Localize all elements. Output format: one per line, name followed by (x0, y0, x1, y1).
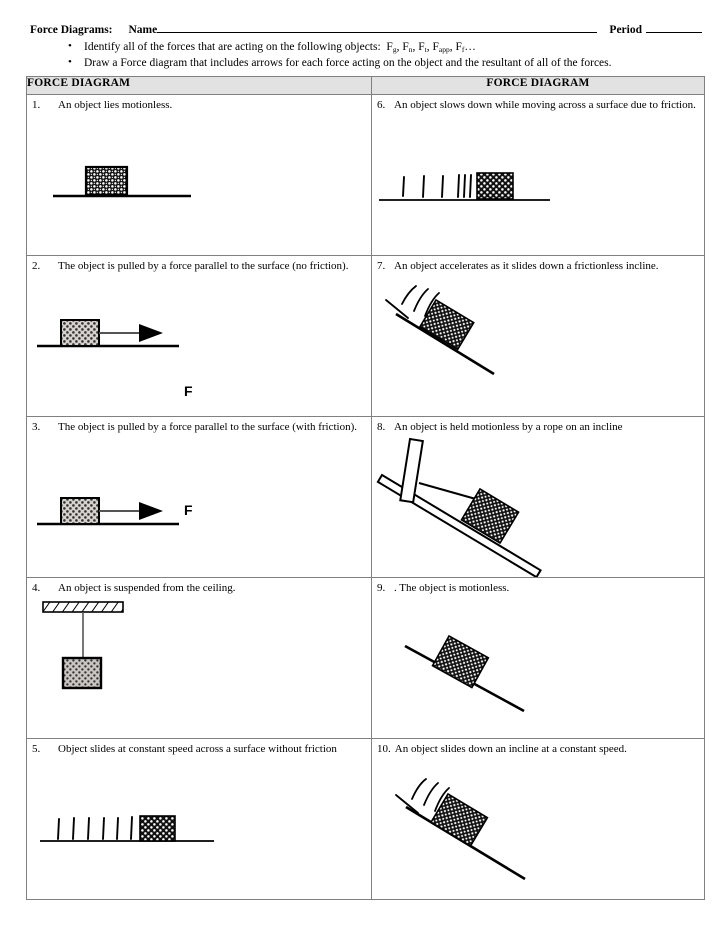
problem-number-10: 10. (377, 742, 391, 755)
problem-prompt-8: 8. An object is held motionless by a rop… (372, 417, 704, 435)
problem-cell-7[interactable]: 7. An object accelerates as it slides do… (371, 254, 705, 417)
period-field[interactable] (646, 22, 702, 33)
problem-number-7: 7. (377, 259, 386, 272)
problem-text-4: An object is suspended from the ceiling. (58, 581, 236, 594)
figure-block-hanging-ceiling (27, 578, 371, 738)
instruction-item-1: Identify all of the forces that are acti… (26, 39, 702, 55)
problem-prompt-2: 2. The object is pulled by a force paral… (27, 256, 371, 274)
table-row: 2. The object is pulled by a force paral… (26, 254, 705, 417)
force-symbol-list: Fg, Fn, Ft, Fapp, Ff… (383, 41, 476, 54)
problem-cell-5[interactable]: 5. Object slides at constant speed acros… (26, 737, 372, 900)
figure-incline-block-plain (372, 578, 704, 738)
problem-cell-10[interactable]: 10. An object slides down an incline at … (371, 737, 705, 900)
problem-cell-3[interactable]: 3. The object is pulled by a force paral… (26, 415, 372, 578)
instruction-text-1: Identify all of the forces that are acti… (84, 41, 381, 53)
problem-prompt-1: 1. An object lies motionless. (27, 95, 371, 113)
period-label: Period (609, 24, 642, 36)
problem-text-5: Object slides at constant speed across a… (58, 742, 337, 755)
problem-number-3: 3. (32, 420, 41, 433)
force-label-3: F (184, 501, 193, 518)
column-header-left: FORCE DIAGRAM (26, 75, 372, 95)
problem-prompt-9: 9. . The object is motionless. (372, 578, 704, 596)
problem-cell-6[interactable]: 6. An object slows down while moving acr… (371, 93, 705, 256)
name-label: Name (128, 24, 158, 36)
table-row: 4. An object is suspended from the ceili… (26, 576, 705, 739)
problem-cell-2[interactable]: 2. The object is pulled by a force paral… (26, 254, 372, 417)
problem-cell-4[interactable]: 4. An object is suspended from the ceili… (26, 576, 372, 739)
figure-incline-block-motionlines-10 (372, 739, 704, 899)
table-row: 3. The object is pulled by a force paral… (26, 415, 705, 578)
figure-block-on-surface (27, 95, 371, 255)
instruction-item-2: Draw a Force diagram that includes arrow… (26, 55, 702, 71)
figure-incline-block-motionlines-7 (372, 256, 704, 416)
worksheet-header: Force Diagrams: Name Period (30, 22, 702, 36)
page-title: Force Diagrams: (30, 24, 113, 36)
problem-text-1: An object lies motionless. (58, 98, 173, 111)
problem-number-9: 9. (377, 581, 386, 594)
table-header-row: FORCE DIAGRAM FORCE DIAGRAM (26, 75, 705, 95)
problem-cell-1[interactable]: 1. An object lies motionless. (26, 93, 372, 256)
column-header-right: FORCE DIAGRAM (371, 75, 705, 95)
problem-text-7: An object accelerates as it slides down … (394, 259, 659, 272)
table-row: 1. An object lies motionless. (26, 93, 705, 256)
problem-prompt-4: 4. An object is suspended from the ceili… (27, 578, 371, 596)
problem-text-10: An object slides down an incline at a co… (394, 742, 627, 755)
force-label-2: F (184, 382, 193, 399)
figure-block-pulled-arrow-2 (27, 256, 371, 416)
problem-cell-8[interactable]: 8. An object is held motionless by a rop… (371, 415, 705, 578)
table-row: 5. Object slides at constant speed acros… (26, 737, 705, 900)
problem-prompt-5: 5. Object slides at constant speed acros… (27, 739, 371, 757)
problem-cell-9[interactable]: 9. . The object is motionless. (371, 576, 705, 739)
force-diagram-table: FORCE DIAGRAM FORCE DIAGRAM 1. An object… (26, 75, 705, 900)
figure-incline-block-rope-post (372, 417, 704, 577)
problem-text-3: The object is pulled by a force parallel… (58, 420, 358, 433)
problem-prompt-3: 3. The object is pulled by a force paral… (27, 417, 371, 435)
problem-number-2: 2. (32, 259, 41, 272)
figure-block-sliding-decelerating (372, 95, 704, 255)
problem-prompt-10: 10. An object slides down an incline at … (372, 739, 704, 757)
figure-block-pulled-arrow-3 (27, 417, 371, 577)
instruction-list: Identify all of the forces that are acti… (26, 39, 702, 72)
name-field[interactable] (157, 22, 598, 33)
problem-number-4: 4. (32, 581, 41, 594)
problem-number-6: 6. (377, 98, 386, 111)
problem-text-8: An object is held motionless by a rope o… (394, 420, 623, 433)
problem-prompt-7: 7. An object accelerates as it slides do… (372, 256, 704, 274)
problem-text-6: An object slows down while moving across… (394, 98, 696, 111)
figure-block-sliding-constant (27, 739, 371, 899)
problem-number-8: 8. (377, 420, 386, 433)
problem-text-2: The object is pulled by a force parallel… (58, 259, 349, 272)
problem-prompt-6: 6. An object slows down while moving acr… (372, 95, 704, 113)
problem-text-9: . The object is motionless. (394, 581, 510, 594)
problem-number-5: 5. (32, 742, 41, 755)
problem-number-1: 1. (32, 98, 41, 111)
